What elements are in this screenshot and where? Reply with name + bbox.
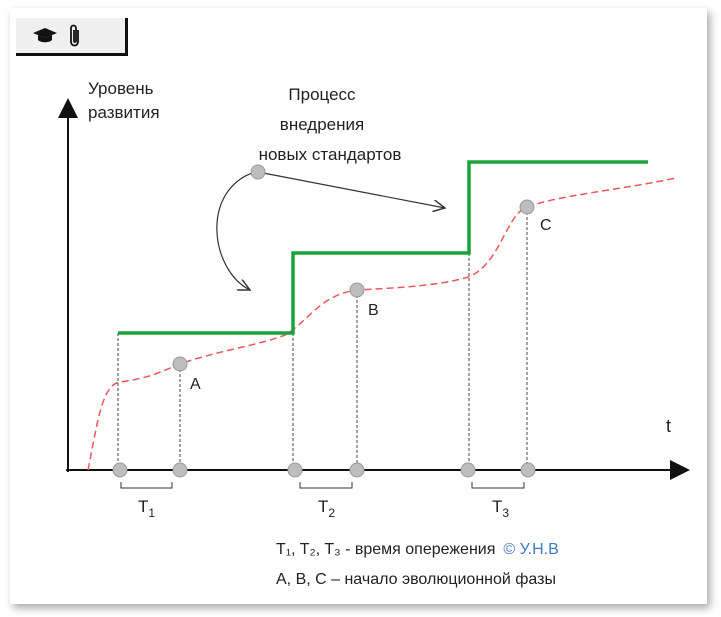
legend-line-1: T₁, T₂, T₃ - время опережения© У.Н.В xyxy=(276,541,559,558)
toolbar xyxy=(16,18,128,56)
point-b-label: B xyxy=(368,302,379,319)
axes xyxy=(58,98,690,480)
process-label: новых стандартов xyxy=(259,145,402,164)
copyright: © У.Н.В xyxy=(503,541,558,558)
point-c-label: C xyxy=(540,217,552,234)
x-axis-label: t xyxy=(666,416,671,436)
standards-step-line xyxy=(118,160,648,335)
process-label: Процесс xyxy=(288,85,356,104)
interval-t2: T2 xyxy=(318,497,335,520)
dashed-guides xyxy=(117,207,528,470)
point-a-label: A xyxy=(190,376,201,393)
process-label: внедрения xyxy=(280,115,364,134)
legend-line-2: A, B, C – начало эволюционной фазы xyxy=(276,571,556,588)
interval-t3: T3 xyxy=(492,497,509,520)
graduation-cap-icon[interactable] xyxy=(32,27,58,45)
curved-arrow xyxy=(216,171,256,290)
straight-arrow xyxy=(257,171,445,208)
y-axis-label: развития xyxy=(88,103,160,122)
paperclip-icon[interactable] xyxy=(68,23,82,49)
y-axis-label: Уровень xyxy=(88,79,154,98)
points xyxy=(112,164,536,478)
evolution-curve xyxy=(87,177,677,471)
interval-brackets xyxy=(120,482,525,489)
interval-t1: T1 xyxy=(138,497,155,520)
diagram-frame xyxy=(10,8,707,604)
